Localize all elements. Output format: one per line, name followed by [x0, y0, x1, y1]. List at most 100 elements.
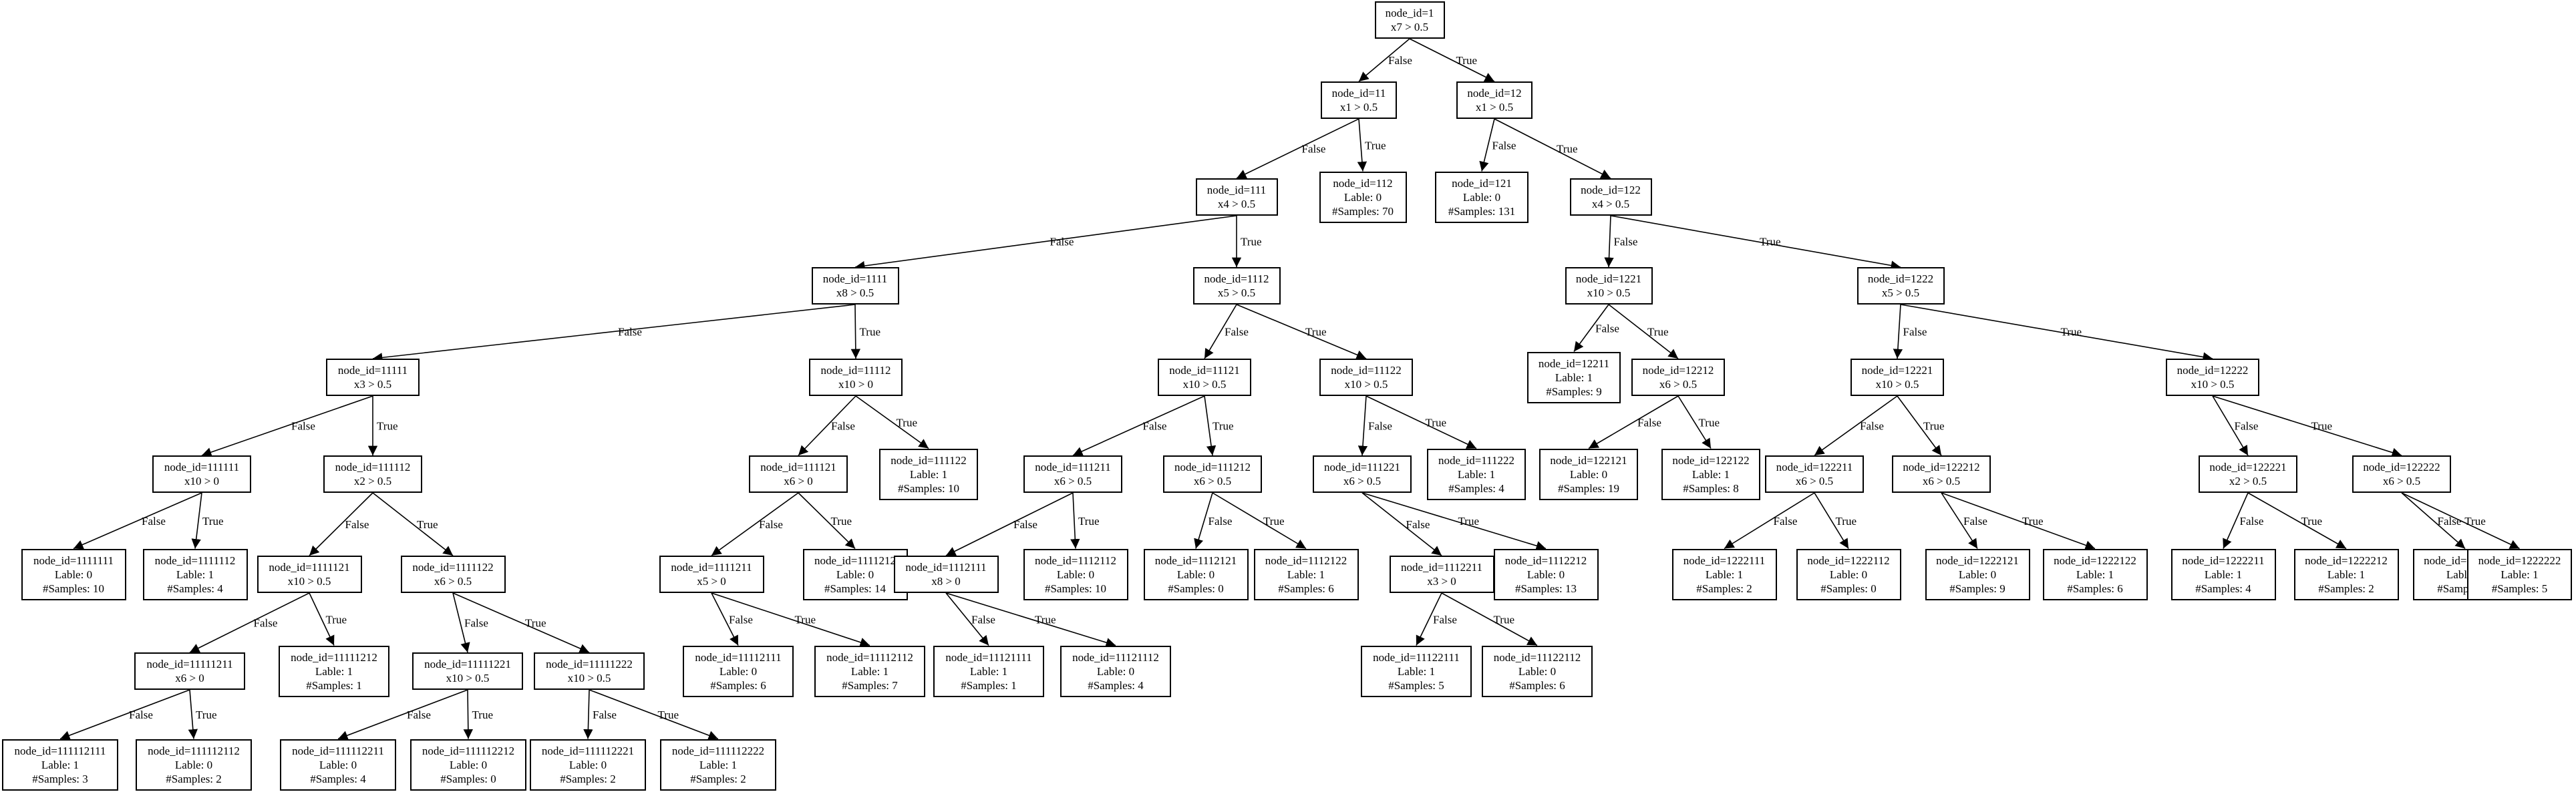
edge-label: True — [1458, 515, 1480, 528]
edge-label: True — [1213, 420, 1234, 433]
node-text-line: node_id=1111111 — [33, 554, 114, 567]
node-text-line: node_id=11122111 — [1373, 650, 1460, 664]
node-text-line: node_id=12 — [1467, 87, 1522, 99]
node-text-line: node_id=12212 — [1642, 364, 1714, 377]
edge-label: True — [1456, 54, 1478, 67]
edge-label: False — [291, 420, 315, 433]
node-text-line: Lable: 0 — [1526, 568, 1565, 581]
edge-label: True — [202, 515, 224, 528]
edge-1221-12211 — [1573, 304, 1609, 352]
edge-label: True — [1035, 613, 1056, 626]
node-text-line: Lable: 1 — [969, 664, 1008, 678]
edge-122211-1222112 — [1814, 492, 1849, 549]
node-text-line: #Samples: 13 — [1514, 582, 1577, 595]
node-text-line: Lable: 1 — [1692, 467, 1730, 481]
edge-label: False — [1614, 236, 1638, 248]
node-text-line: #Samples: 4 — [1448, 481, 1504, 495]
edge-11111221-111112211 — [337, 689, 468, 741]
edge-122-1221 — [1604, 215, 1614, 268]
edge-12221-122212 — [1897, 395, 1942, 456]
edge-label: True — [525, 617, 546, 630]
edge-11121-111212 — [1204, 395, 1217, 456]
node-text-line: Lable: 1 — [2327, 568, 2366, 581]
edge-label: True — [658, 709, 679, 721]
node-text-line: Lable: 0 — [319, 758, 357, 771]
edge-label: False — [142, 515, 166, 528]
node-text-line: #Samples: 0 — [440, 772, 496, 785]
edge-122212-1222121 — [1941, 492, 1978, 549]
edge-label: True — [1760, 236, 1781, 248]
edge-12212-122121 — [1588, 395, 1679, 449]
node-text-line: node_id=11112112 — [826, 650, 913, 664]
node-text-line: Lable: 0 — [1056, 568, 1095, 581]
node-text-line: node_id=1222112 — [1807, 554, 1890, 567]
node-text-line: node_id=111112222 — [671, 744, 765, 757]
node-text-line: node_id=11111212 — [291, 650, 377, 664]
node-text-line: node_id=1112121 — [1154, 554, 1237, 567]
edge-label: False — [254, 617, 278, 630]
node-text-line: Lable: 1 — [1555, 371, 1593, 384]
node-text-line: node_id=111121 — [760, 461, 836, 473]
node-text-line: node_id=11121111 — [945, 650, 1032, 664]
node-text-line: node_id=11111 — [337, 364, 408, 377]
node-text-line: node_id=111221 — [1323, 461, 1401, 473]
node-text-line: node_id=12222 — [2177, 364, 2249, 377]
edge-111211-1112111 — [945, 492, 1074, 556]
edge-111-1111 — [854, 215, 1237, 271]
node-text-line: x1 > 0.5 — [1475, 101, 1514, 114]
edge-122222-1222222 — [2401, 492, 2520, 550]
edge-111111-1111111 — [73, 492, 202, 550]
node-text-line: x10 > 0.5 — [1875, 378, 1919, 391]
edge-label: True — [1699, 416, 1720, 429]
node-text-line: #Samples: 14 — [824, 582, 887, 595]
node-text-line: Lable: 1 — [850, 664, 889, 678]
node-text-line: #Samples: 9 — [1949, 582, 2005, 595]
edge-label: False — [1013, 518, 1037, 531]
node-text-line: node_id=1111112 — [154, 554, 236, 567]
node-text-line: node_id=111112211 — [292, 744, 384, 757]
node-text-line: #Samples: 9 — [1546, 385, 1602, 398]
edge-label: True — [831, 515, 852, 528]
tree-node-12: node_id=12 x1 > 0.5 — [1456, 81, 1533, 119]
edge-label: True — [1836, 515, 1857, 528]
node-text-line: Lable: 1 — [2076, 568, 2114, 581]
node-text-line: Lable: 1 — [909, 467, 948, 481]
node-text-line: Lable: 1 — [2501, 568, 2539, 581]
node-text-line: x2 > 0.5 — [2229, 475, 2267, 487]
edge-111212-1112122 — [1212, 492, 1307, 550]
edge-label: False — [1595, 322, 1619, 335]
node-text-line: #Samples: 70 — [1331, 204, 1394, 218]
edge-label: False — [831, 420, 855, 433]
node-text-line: #Samples: 10 — [1044, 582, 1107, 595]
node-text-line: node_id=111112212 — [422, 744, 515, 757]
edge-1112111-11121112 — [945, 592, 1116, 648]
edge-11111222-111112221 — [583, 689, 593, 739]
node-text-line: x6 > 0.5 — [1659, 378, 1698, 391]
node-text-line: node_id=11122 — [1331, 364, 1402, 377]
edge-1222-12221 — [1893, 304, 1903, 359]
